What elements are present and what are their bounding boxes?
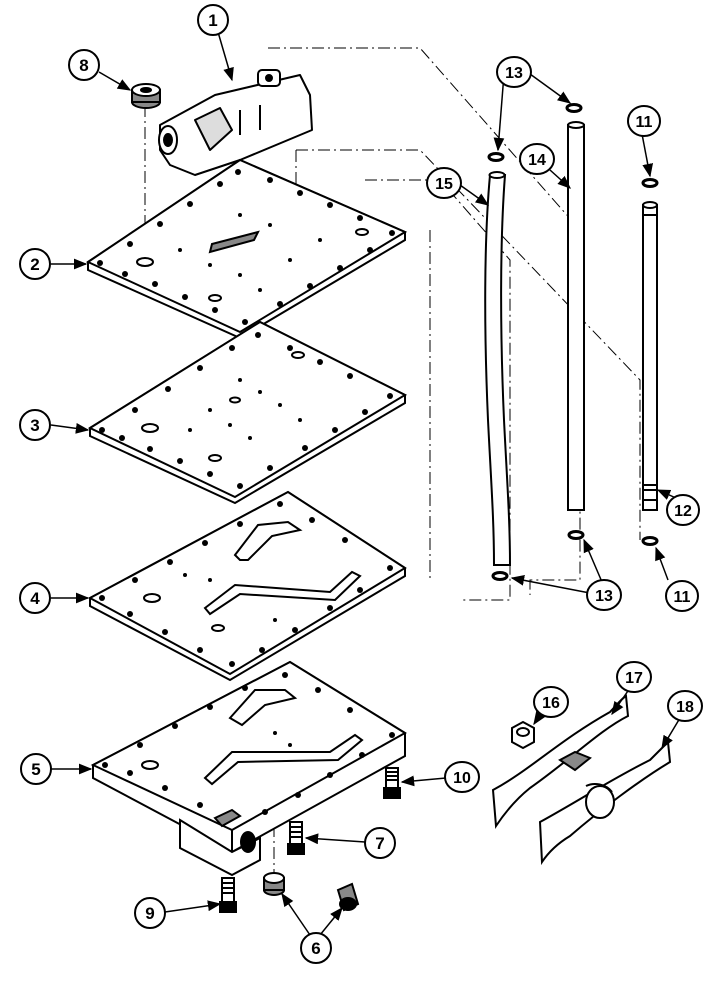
callout-label: 13 [595,588,613,605]
part-14-tube [567,121,585,511]
callout-label: 3 [30,416,39,435]
leader-arrows [50,31,681,936]
callout-14: 14 [519,143,555,175]
callout-circle [667,690,703,722]
part-7-bolt [287,821,305,855]
part-2-plate [85,158,408,340]
callout-11-top: 11 [627,105,661,137]
callout-circle [586,579,622,611]
callout-label: 13 [505,65,523,82]
callout-label: 6 [311,939,320,958]
callout-circle [496,56,532,88]
part-16-nut [511,720,535,750]
callout-label: 10 [453,770,471,787]
callout-label: 12 [674,503,692,520]
part-9-bolt [219,877,237,913]
callout-circle [665,580,699,612]
callout-1: 1 [197,4,229,36]
callout-label: 11 [636,114,653,131]
alignment-lines [144,47,641,880]
part-8-plug [131,83,161,109]
part-1-valve-body [158,69,313,176]
part-15-tube [484,171,512,566]
callout-13-bottom: 13 [586,579,622,611]
part-10-bolt [383,767,401,799]
callout-17: 17 [616,661,652,693]
callout-label: 2 [30,255,39,274]
part-6-plugs [263,872,360,912]
callout-circle [426,167,462,199]
callout-circle [666,494,700,526]
callout-label: 1 [208,11,217,30]
callout-label: 5 [31,760,40,779]
o-rings [487,103,659,581]
callout-circle [134,897,166,929]
callout-8: 8 [68,49,100,81]
callout-18: 18 [667,690,703,722]
callout-9: 9 [134,897,166,929]
callout-label: 15 [435,176,453,193]
callout-circle [533,686,569,718]
callout-circle [197,4,229,36]
callout-label: 7 [375,834,384,853]
callout-label: 14 [528,152,546,169]
callout-label: 11 [674,589,691,606]
callout-circle [616,661,652,693]
callout-16: 16 [533,686,569,718]
callout-label: 4 [30,589,40,608]
callout-label: 16 [542,695,560,712]
callout-circle [444,761,480,793]
part-3-plate [87,320,408,505]
callout-circle [19,582,51,614]
callout-12: 12 [666,494,700,526]
callout-6: 6 [300,932,332,964]
part-12-tube [642,201,658,511]
part-5-housing-plate [90,660,407,877]
callout-5: 5 [20,753,52,785]
callout-label: 18 [676,699,694,716]
callout-circle [68,49,100,81]
callout-13-top: 13 [496,56,532,88]
callout-label: 17 [625,670,643,687]
callout-circle [627,105,661,137]
callout-circle [20,753,52,785]
callout-10: 10 [444,761,480,793]
callout-2: 2 [19,248,51,280]
callout-circle [19,248,51,280]
callout-circle [300,932,332,964]
callout-11-bottom: 11 [665,580,699,612]
callout-label: 9 [145,904,154,923]
part-17-clamp-half [491,694,630,829]
part-18-clamp-half [538,739,672,866]
callout-7: 7 [364,827,396,859]
callout-label: 8 [79,56,88,75]
callout-circle [364,827,396,859]
callout-4: 4 [19,582,51,614]
callout-circle [519,143,555,175]
part-4-plate [87,490,407,682]
callout-circle [19,409,51,441]
callout-15: 15 [426,167,462,199]
callout-3: 3 [19,409,51,441]
